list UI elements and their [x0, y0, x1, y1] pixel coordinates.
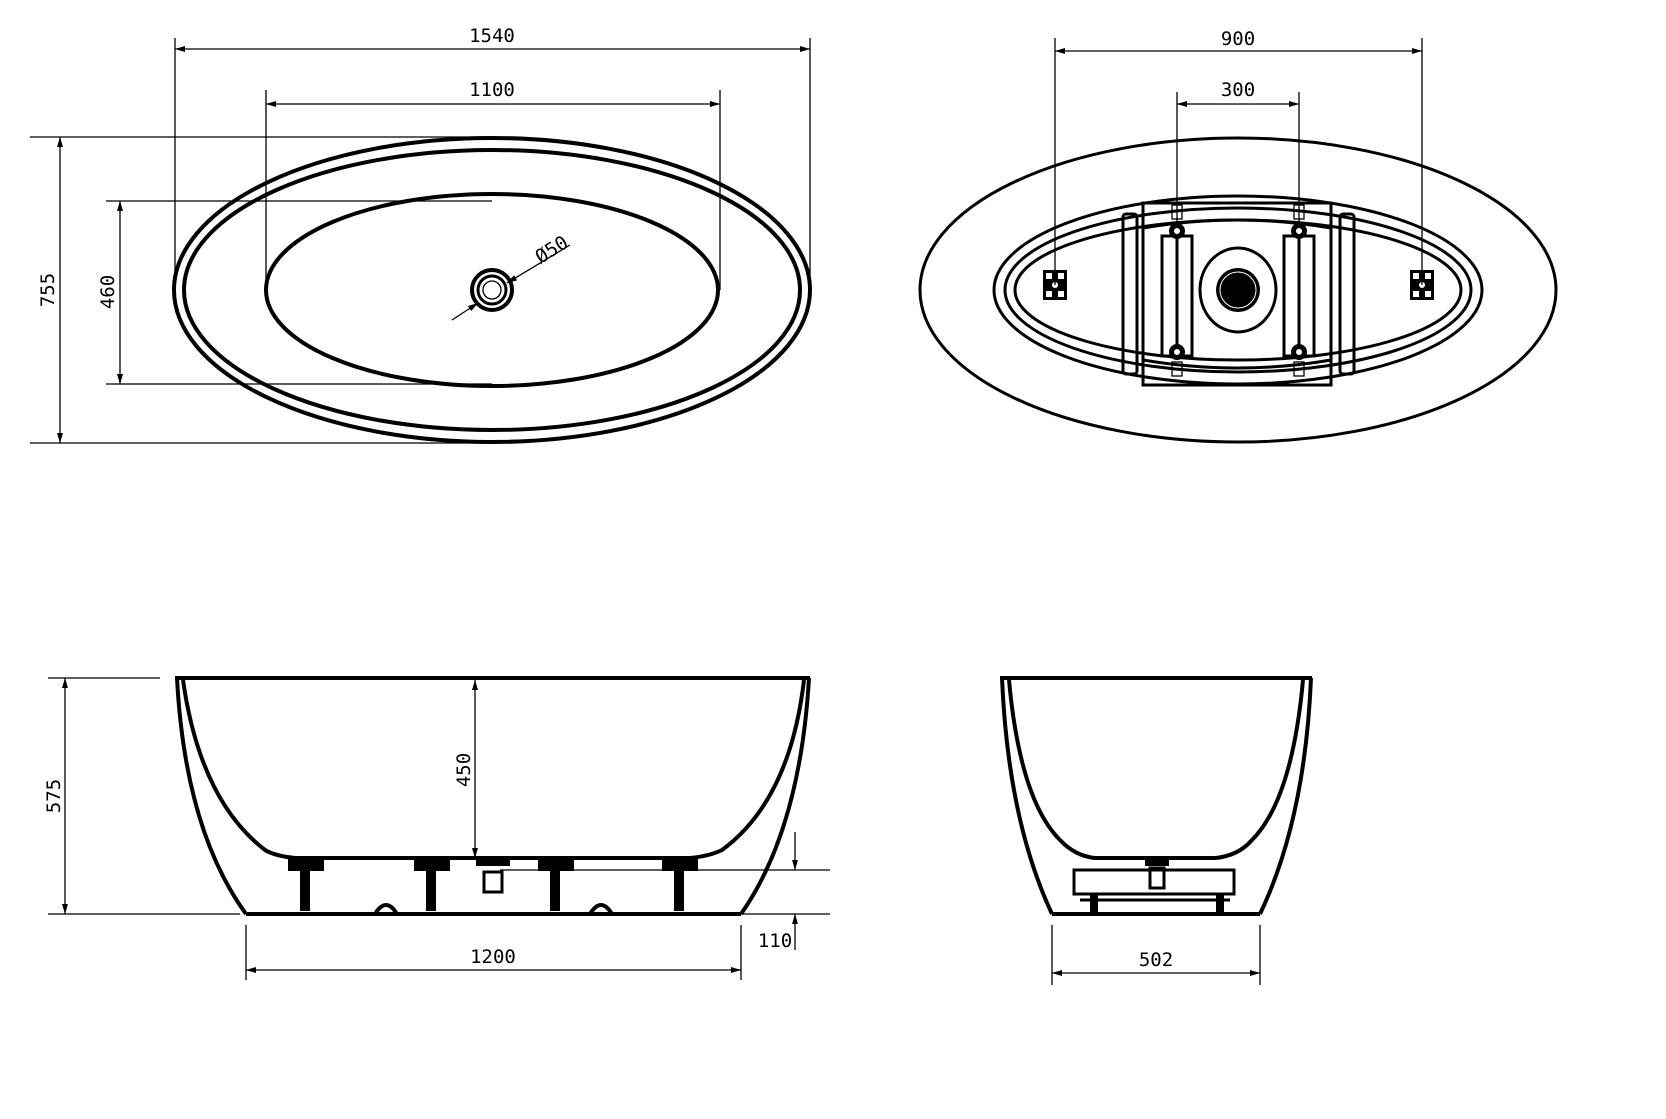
top-view: 1540 1100 755 460 Ø50 [30, 25, 812, 444]
support-frame-icon [1072, 858, 1236, 914]
dim-outer-feet-spacing: 900 [1221, 28, 1255, 50]
drain-icon [470, 268, 514, 312]
dim-base-width: 502 [1139, 949, 1173, 971]
dim-inner-depth: 450 [453, 753, 475, 787]
mount-bolt-icon [1169, 204, 1307, 377]
dim-inner-feet-spacing: 300 [1221, 79, 1255, 101]
bottom-view: 900 300 [918, 28, 1558, 444]
dim-inner-length: 1100 [469, 79, 515, 101]
dim-overall-width: 755 [37, 273, 59, 307]
dim-inner-width: 460 [97, 275, 119, 309]
side-view-short: 502 [1000, 676, 1313, 985]
waste-trap-icon [476, 858, 510, 894]
dim-drain-diameter: Ø50 [531, 231, 572, 268]
dim-base-height: 110 [758, 930, 792, 952]
dim-overall-height: 575 [43, 779, 65, 813]
dim-base-length: 1200 [470, 946, 516, 968]
adjustable-foot-icon [288, 859, 698, 911]
side-view-long: 575 450 1200 110 [43, 676, 830, 980]
dim-overall-length: 1540 [469, 25, 515, 47]
